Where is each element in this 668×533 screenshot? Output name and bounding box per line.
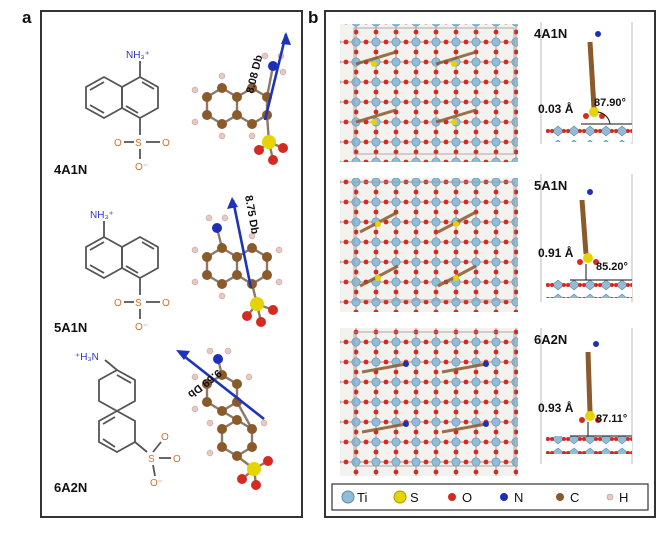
amine-label: ⁺H₃N (75, 352, 99, 363)
legend-ti: Ti (341, 490, 367, 505)
molecule-6a2n-structure: ⁺H₃N S O O O⁻ (75, 352, 181, 489)
molecule-5a1n-ballstick: 8.75 Db (191, 194, 283, 327)
distance-5a1n: 0.91 Å (538, 245, 574, 260)
panel-a-molecules: NH₃⁺ S O O O⁻ 4A1N (40, 10, 303, 518)
molecule-6a2n-label: 6A2N (54, 480, 87, 495)
panel-b-adsorption: 4A1N 0.03 Å 87.90° 5A1N 0.91 Å 85.20° 6A… (324, 10, 656, 518)
legend-h-label: H (619, 490, 628, 505)
angle-6a2n: 87.11° (596, 413, 627, 425)
oxygen-label: O (114, 298, 122, 309)
legend-c-label: C (570, 490, 579, 505)
dipole-arrow (179, 351, 265, 421)
dipole-label-4a1n: 8.08 Db (244, 54, 265, 95)
legend-s-label: S (410, 490, 419, 505)
sulfonate-o-minus-label: O⁻ (150, 478, 163, 489)
oxygen-label: O (162, 138, 170, 149)
top-view-6a2n (340, 328, 518, 476)
sulfur-label: S (135, 138, 142, 149)
legend-n: N (500, 490, 523, 505)
oxygen-label: O (114, 138, 122, 149)
config-label-6a2n: 6A2N (534, 332, 567, 347)
legend-c: C (556, 490, 579, 505)
molecule-5a1n-label: 5A1N (54, 320, 87, 335)
sulfur-label: S (135, 298, 142, 309)
dipole-label-5a1n: 8.75 Db (242, 194, 261, 235)
side-view-4a1n: 4A1N 0.03 Å 87.90° (534, 22, 633, 144)
legend-n-label: N (514, 490, 523, 505)
molecule-6a2n-ballstick: 9.69 Db (176, 347, 273, 490)
panel-a-svg: NH₃⁺ S O O O⁻ 4A1N (54, 32, 291, 495)
angle-4a1n: 87.90° (594, 97, 626, 109)
sulfur-label: S (148, 454, 155, 465)
legend-s: S (393, 490, 419, 505)
sulfonate-o-minus-label: O⁻ (135, 322, 148, 333)
angle-5a1n: 85.20° (596, 261, 628, 273)
side-view-5a1n: 5A1N 0.91 Å 85.20° (534, 174, 633, 302)
top-view-5a1n (340, 178, 518, 312)
legend-ti-label: Ti (357, 490, 367, 505)
dipole-arrow (231, 199, 253, 289)
distance-6a2n: 0.93 Å (538, 400, 574, 415)
oxygen-label: O (162, 298, 170, 309)
dipole-arrow (263, 33, 288, 121)
amine-label: NH₃⁺ (90, 210, 114, 221)
legend-o: O (448, 490, 472, 505)
molecule-4a1n-structure: NH₃⁺ S O O O⁻ (85, 50, 170, 173)
legend-h: H (606, 490, 628, 505)
amine-label: NH₃⁺ (126, 50, 150, 61)
panel-a-letter: a (22, 8, 32, 27)
config-label-5a1n: 5A1N (534, 178, 567, 193)
oxygen-label: O (173, 454, 181, 465)
distance-4a1n: 0.03 Å (538, 101, 574, 116)
panel-b-letter: b (308, 8, 319, 27)
panel-b-svg: 4A1N 0.03 Å 87.90° 5A1N 0.91 Å 85.20° 6A… (331, 22, 649, 511)
molecule-5a1n-structure: NH₃⁺ S O O O⁻ (85, 210, 170, 333)
sulfonate-o-minus-label: O⁻ (135, 162, 148, 173)
atom-legend: Ti S O N C H (331, 483, 649, 511)
legend-o-label: O (462, 490, 472, 505)
molecule-4a1n-ballstick: 8.08 Db (191, 32, 291, 165)
oxygen-label: O (161, 432, 169, 443)
molecule-4a1n-label: 4A1N (54, 162, 87, 177)
config-label-4a1n: 4A1N (534, 26, 567, 41)
side-view-6a2n: 6A2N 0.93 Å 87.11° (534, 328, 633, 464)
top-view-4a1n (340, 24, 518, 162)
